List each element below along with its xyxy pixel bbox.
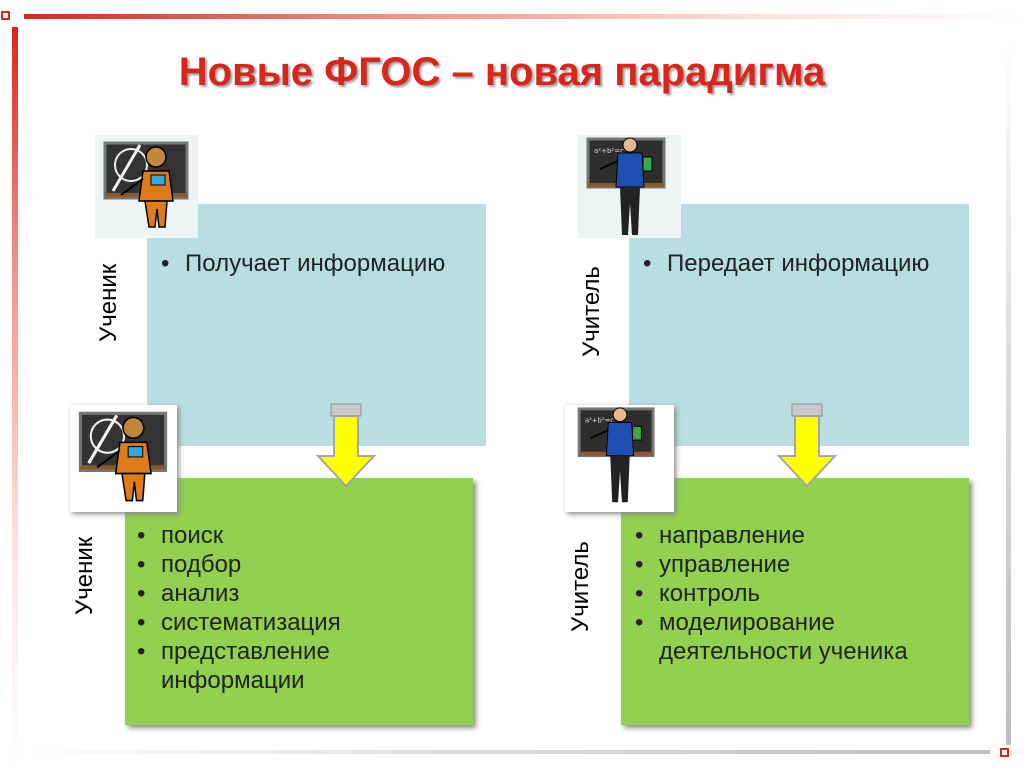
student-icon-box-bottom xyxy=(70,405,177,512)
list-item: контроль xyxy=(633,579,963,608)
teacher-transmits-list: Передает информацию xyxy=(641,249,956,278)
student-receives-list: Получает информацию xyxy=(159,249,474,278)
top-gradient-bar xyxy=(24,14,1024,19)
left-gradient-bar xyxy=(12,27,18,768)
student-icon-box-top xyxy=(95,135,198,238)
student-pointer-icon xyxy=(78,411,168,502)
svg-text:a²+b²=c²: a²+b²=c² xyxy=(585,417,617,425)
student-activities-list: поиск подбор анализ систематизация предс… xyxy=(135,521,465,695)
student-label-top: Ученик xyxy=(95,263,122,342)
student-pointer-icon xyxy=(103,141,189,228)
teacher-label-top: Учитель xyxy=(578,266,605,357)
teacher-icon: a²+b²=c² xyxy=(577,407,655,503)
teacher-icon: a²+b²=c² xyxy=(586,137,666,235)
corner-square-top-left xyxy=(1,11,10,20)
bottom-gradient-bar xyxy=(28,750,990,754)
student-label-bottom: Ученик xyxy=(71,536,98,615)
arrow-down-icon xyxy=(776,403,838,488)
list-item: анализ xyxy=(135,579,465,608)
svg-text:a²+b²=c²: a²+b²=c² xyxy=(594,147,627,155)
corner-square-bottom-right xyxy=(1000,748,1009,757)
teacher-activities-list: направление управление контроль моделиро… xyxy=(633,521,963,666)
right-gradient-bar xyxy=(1006,40,1011,745)
student-receives-panel: Получает информацию xyxy=(147,204,486,446)
arrow-down-icon xyxy=(315,403,377,488)
slide-title: Новые ФГОС – новая парадигма xyxy=(178,50,826,94)
list-item: управление xyxy=(633,550,963,579)
list-item: подбор xyxy=(135,550,465,579)
list-item: Передает информацию xyxy=(641,249,956,278)
list-item: представление информации xyxy=(135,637,465,695)
teacher-label-bottom: Учитель xyxy=(567,541,594,632)
student-activities-panel: поиск подбор анализ систематизация предс… xyxy=(125,478,473,725)
teacher-icon-box-bottom: a²+b²=c² xyxy=(565,405,674,512)
list-item: Получает информацию xyxy=(159,249,474,278)
teacher-icon-box-top: a²+b²=c² xyxy=(578,135,681,238)
list-item: систематизация xyxy=(135,608,465,637)
list-item: поиск xyxy=(135,521,465,550)
list-item: моделирование деятельности ученика xyxy=(633,608,963,666)
list-item: направление xyxy=(633,521,963,550)
teacher-activities-panel: направление управление контроль моделиро… xyxy=(621,478,969,725)
